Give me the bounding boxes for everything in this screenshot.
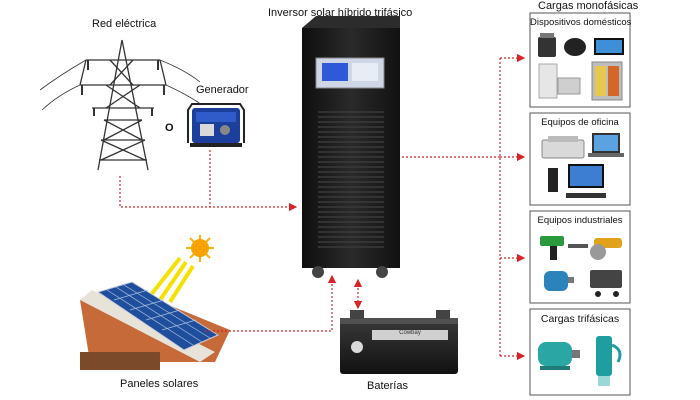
office-equipment-icon (541, 133, 624, 198)
solar-panels-icon (80, 281, 230, 370)
connection-lines (119, 53, 526, 361)
single-phase-loads-label: Cargas monofásicas (538, 0, 639, 12)
household-appliances-icon (538, 33, 624, 101)
industrial-tools-icon (540, 236, 622, 297)
sun-icon (148, 235, 214, 304)
inverter-label: Inversor solar híbrido trifásico (268, 7, 413, 19)
load-box-title-office: Equipos de oficina (541, 117, 619, 128)
generator-icon (187, 103, 245, 147)
load-box-title-industrial: Equipos industriales (537, 215, 623, 226)
solar-panels-label: Paneles solares (120, 378, 199, 390)
battery-icon (340, 310, 458, 374)
three-phase-motors-icon (538, 336, 622, 386)
generator-label: Generador (196, 84, 249, 96)
hybrid-inverter-icon (302, 16, 400, 278)
power-tower-icon (39, 39, 203, 171)
or-label: O (165, 122, 174, 134)
grid-label: Red eléctrica (92, 18, 157, 30)
batteries-label: Baterías (367, 380, 408, 392)
load-box-title-three-phase: Cargas trifásicas (540, 313, 620, 325)
load-box-title-household: Dispositivos domésticos (530, 17, 632, 28)
battery-brand-label: Cowbay (399, 330, 421, 336)
